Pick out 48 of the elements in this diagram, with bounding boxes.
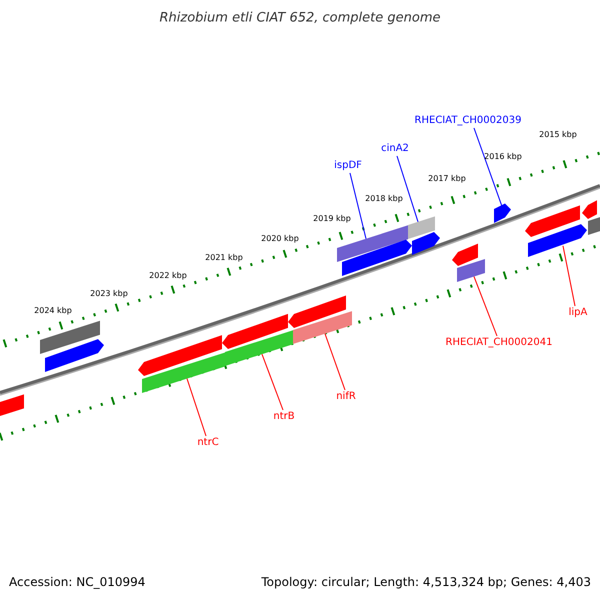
gene-block [408, 216, 435, 239]
accession-text: Accession: NC_010994 [9, 576, 146, 588]
gene-label: ispDF [334, 161, 362, 171]
scale-label: 2023 kbp [90, 290, 128, 298]
scale-label: 2015 kbp [539, 131, 577, 139]
leader-line [324, 333, 346, 390]
gene-pointed-block [525, 205, 580, 237]
gene-block [0, 394, 24, 416]
gene-label: nifR [336, 392, 356, 402]
gene-label: lipA [568, 308, 588, 318]
gene-pointed-block [342, 240, 412, 276]
gene-block [225, 330, 293, 366]
scale-label: 2019 kbp [313, 215, 351, 223]
gene-pointed-block [528, 224, 587, 257]
leader-line [474, 128, 502, 207]
gene-pointed-block [288, 295, 346, 328]
leader-line [474, 276, 498, 336]
gene-block [40, 320, 100, 354]
gene-label: RHECIAT_CH0002039 [414, 116, 522, 126]
scale-label: 2018 kbp [365, 195, 403, 203]
gene-pointed-block [452, 244, 478, 266]
leader-line [262, 354, 284, 410]
gene-pointed-block [45, 339, 104, 372]
gene-pointed-block [582, 200, 597, 219]
gene-pointed-block [138, 335, 222, 376]
gene-label: ntrB [273, 412, 295, 422]
scale-label: 2017 kbp [428, 175, 466, 183]
scale-label: 2021 kbp [205, 254, 243, 262]
gene-block [293, 311, 352, 344]
gene-pointed-block [412, 232, 440, 255]
gene-block [142, 352, 225, 393]
leader-line [562, 245, 576, 306]
leader-line [396, 156, 418, 222]
gene-label: ntrC [197, 438, 219, 448]
leader-line [186, 378, 206, 436]
leader-line [350, 172, 366, 240]
gene-label: cinA2 [381, 144, 409, 154]
gene-block [588, 217, 600, 235]
scale-label: 2016 kbp [484, 153, 522, 161]
gene-block [337, 225, 408, 262]
scale-label: 2022 kbp [149, 272, 187, 280]
scale-label: 2020 kbp [261, 235, 299, 243]
gene-pointed-block [494, 204, 511, 223]
gene-label: RHECIAT_CH0002041 [446, 338, 552, 348]
title: Rhizobium etli CIAT 652, complete genome [160, 12, 440, 24]
gene-pointed-block [222, 314, 288, 349]
gene-block [457, 259, 485, 282]
genome-info-text: Topology: circular; Length: 4,513,324 bp; Genes: 4,403 [261, 576, 591, 588]
